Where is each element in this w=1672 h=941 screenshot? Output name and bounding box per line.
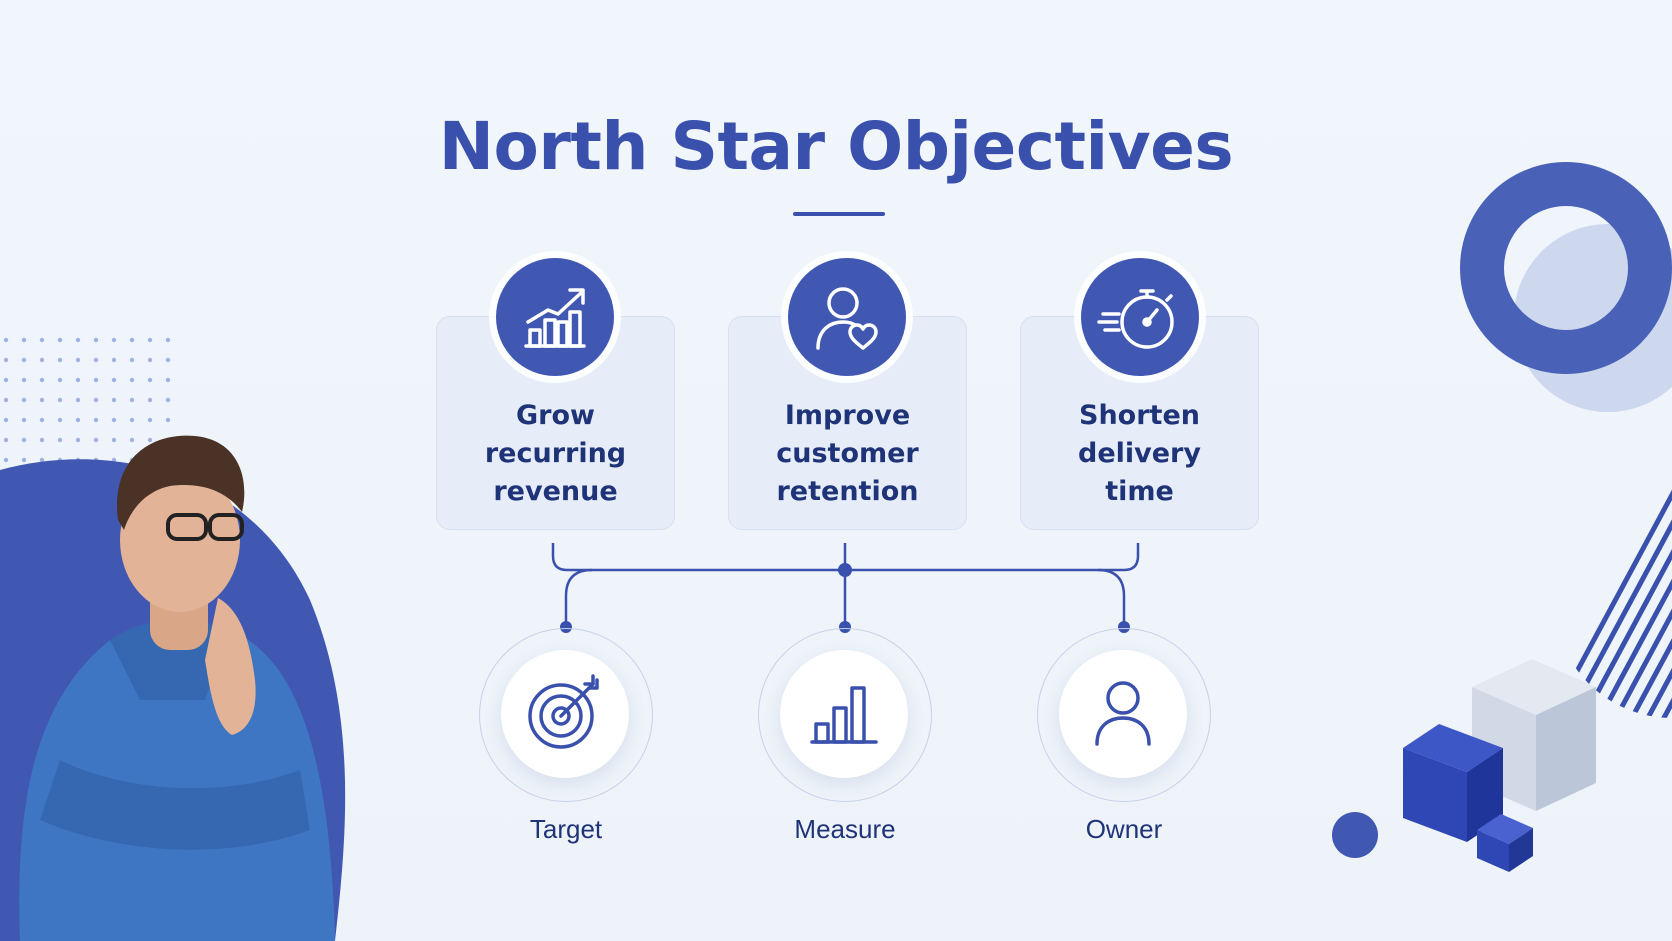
- grid-dot: [75, 397, 81, 403]
- grid-dot: [93, 417, 99, 423]
- measure-ring: [758, 628, 932, 802]
- grid-dot: [57, 417, 63, 423]
- grid-dot: [39, 357, 45, 363]
- grid-dot: [111, 457, 117, 463]
- grid-dot: [21, 437, 27, 443]
- bar-chart-icon: [780, 650, 908, 778]
- stripe-line: [1617, 482, 1672, 718]
- grid-dot: [75, 337, 81, 343]
- grid-dot: [93, 337, 99, 343]
- target-icon: [501, 650, 629, 778]
- grid-dot: [111, 337, 117, 343]
- grid-dot: [3, 397, 9, 403]
- grid-dot: [147, 397, 153, 403]
- grid-dot: [39, 377, 45, 383]
- grid-dot: [147, 337, 153, 343]
- title-underline: [793, 212, 885, 216]
- grid-dot: [165, 417, 171, 423]
- attribute-label-target: Target: [529, 814, 603, 844]
- grid-dot: [75, 377, 81, 383]
- grid-dot: [165, 377, 171, 383]
- grid-dot: [3, 357, 9, 363]
- grid-dot: [129, 357, 135, 363]
- connector-target: [564, 568, 593, 627]
- grid-dot: [21, 357, 27, 363]
- grid-dot: [93, 437, 99, 443]
- grid-dot: [39, 417, 45, 423]
- grid-dot: [165, 397, 171, 403]
- grid-dot: [111, 377, 117, 383]
- grid-dot: [165, 337, 171, 343]
- objective-label: Improve customer retention: [776, 400, 919, 507]
- grid-dot: [3, 337, 9, 343]
- grid-dot: [21, 417, 27, 423]
- grid-dot: [39, 457, 45, 463]
- grid-dot: [129, 377, 135, 383]
- grid-dot: [3, 437, 9, 443]
- grid-dot: [129, 337, 135, 343]
- grid-dot: [93, 377, 99, 383]
- junction-node: [838, 563, 852, 577]
- cubes-decoration: [1403, 659, 1596, 872]
- dot-grid-decoration: [3, 337, 171, 463]
- objective-label: Grow recurring revenue: [484, 400, 627, 507]
- person-illustration: [19, 435, 335, 941]
- user-heart-icon: [788, 258, 906, 376]
- grid-dot: [3, 417, 9, 423]
- stripe-line: [1633, 482, 1672, 718]
- stripe-line: [1585, 482, 1672, 718]
- stripe-line: [1601, 482, 1672, 718]
- grid-dot: [93, 397, 99, 403]
- grid-dot: [57, 337, 63, 343]
- grid-dot: [3, 377, 9, 383]
- grid-dot: [93, 357, 99, 363]
- grid-dot: [165, 357, 171, 363]
- grid-dot: [21, 377, 27, 383]
- grid-dot: [129, 397, 135, 403]
- grid-dot: [21, 397, 27, 403]
- ring-decoration: [1460, 162, 1672, 374]
- page-title: North Star Objectives: [438, 108, 1234, 185]
- grid-dot: [3, 457, 9, 463]
- attribute-label-owner: Owner: [1085, 814, 1163, 844]
- target-ring: [479, 628, 653, 802]
- attribute-label-measure: Measure: [794, 814, 896, 844]
- person-icon: [1059, 650, 1187, 778]
- grid-dot: [21, 457, 27, 463]
- grid-dot: [129, 417, 135, 423]
- grid-dot: [147, 357, 153, 363]
- grid-dot: [57, 357, 63, 363]
- grid-dot: [111, 397, 117, 403]
- grid-dot: [147, 377, 153, 383]
- connector-owner: [1097, 568, 1126, 627]
- grid-dot: [39, 437, 45, 443]
- grid-dot: [57, 397, 63, 403]
- growth-chart-icon: [496, 258, 614, 376]
- stopwatch-icon: [1081, 258, 1199, 376]
- grid-dot: [129, 437, 135, 443]
- grid-dot: [75, 357, 81, 363]
- grid-dot: [39, 337, 45, 343]
- grid-dot: [21, 337, 27, 343]
- grid-dot: [39, 397, 45, 403]
- grid-dot: [147, 437, 153, 443]
- grid-dot: [111, 437, 117, 443]
- grid-dot: [147, 417, 153, 423]
- grid-dot: [57, 377, 63, 383]
- small-dot-decoration: [1332, 812, 1378, 858]
- objective-label: Shorten delivery time: [1078, 400, 1201, 507]
- grid-dot: [75, 437, 81, 443]
- grid-dot: [57, 437, 63, 443]
- grid-dot: [111, 417, 117, 423]
- grid-dot: [75, 417, 81, 423]
- grid-dot: [111, 357, 117, 363]
- owner-ring: [1037, 628, 1211, 802]
